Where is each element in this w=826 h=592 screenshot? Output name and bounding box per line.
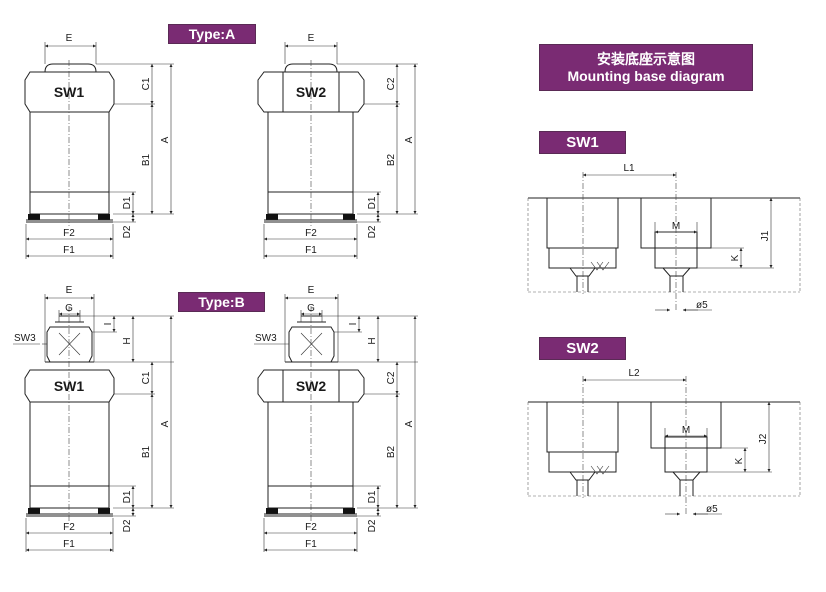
dim-l1: L1	[623, 163, 635, 174]
dim-phi5-sw1: ø5	[696, 300, 708, 311]
dim-e-a2: E	[308, 33, 315, 44]
dim-m-sw2: M	[682, 425, 690, 436]
dim-c1-a: C1	[141, 77, 152, 90]
dim-d2-a2: D2	[367, 225, 378, 238]
dim-k-sw2: K	[734, 457, 745, 464]
type-b-label: Type:B	[178, 292, 265, 312]
dim-e-a1: E	[66, 33, 73, 44]
dim-m-sw1: M	[672, 221, 680, 232]
part-label-sw1-b: SW1	[54, 378, 85, 394]
dim-phi5-sw2: ø5	[706, 504, 718, 515]
mounting-base-title: 安装底座示意图 Mounting base diagram	[539, 44, 753, 91]
dim-i-b1: I	[103, 323, 114, 326]
dim-d1-b1: D1	[122, 490, 133, 503]
type-b-sw1-drawing	[13, 294, 174, 522]
dim-i-b2: I	[348, 323, 359, 326]
dim-f1-a2: F1	[305, 245, 317, 256]
sw1-mount-label: SW1	[539, 131, 626, 154]
dim-b2-a: B2	[386, 153, 397, 166]
part-label-sw2-a: SW2	[296, 84, 327, 100]
dim-f2-a2: F2	[305, 228, 317, 239]
sw2-mount-label: SW2	[539, 337, 626, 360]
dim-d2-a1: D2	[122, 225, 133, 238]
mounting-sw1-drawing	[527, 172, 801, 312]
type-a-sw2-drawing	[257, 42, 418, 259]
dim-d1-b2: D1	[367, 490, 378, 503]
dim-e-b2: E	[308, 285, 315, 296]
dim-d1-a1: D1	[122, 196, 133, 209]
dim-b1-a: B1	[141, 153, 152, 166]
dim-g-b1: G	[65, 303, 73, 314]
dim-k-sw1: K	[730, 254, 741, 261]
dim-a-b1: A	[160, 420, 171, 427]
dim-d2-b2: D2	[367, 519, 378, 532]
dim-j2: J2	[758, 433, 769, 444]
mounting-base-title-cn: 安装底座示意图	[597, 50, 695, 67]
dim-d2-b1: D2	[122, 519, 133, 532]
dim-j1: J1	[760, 230, 771, 241]
dim-a-b2: A	[404, 420, 415, 427]
dim-d1-a2: D1	[367, 196, 378, 209]
part-label-sw2-b: SW2	[296, 378, 327, 394]
dim-h-b1: H	[122, 337, 133, 344]
dim-c2-a: C2	[386, 77, 397, 90]
part-label-sw3-b1: SW3	[14, 333, 36, 344]
dim-c1-b: C1	[141, 371, 152, 384]
type-a-label: Type:A	[168, 24, 256, 44]
mounting-sw2-drawing	[527, 376, 801, 516]
dim-l2: L2	[628, 368, 640, 379]
dim-b1-b: B1	[141, 445, 152, 458]
dim-f1-b2: F1	[305, 539, 317, 550]
type-a-sw1-drawing	[24, 42, 174, 259]
dim-b2-b: B2	[386, 445, 397, 458]
dim-e-b1: E	[66, 285, 73, 296]
mounting-base-title-en: Mounting base diagram	[567, 67, 725, 84]
dim-g-b2: G	[307, 303, 315, 314]
dim-a-a1: A	[160, 136, 171, 143]
dim-f1-a1: F1	[63, 245, 75, 256]
dim-h-b2: H	[367, 337, 378, 344]
part-label-sw3-b2: SW3	[255, 333, 277, 344]
dim-f2-b1: F2	[63, 522, 75, 533]
dim-f2-b2: F2	[305, 522, 317, 533]
type-b-sw2-drawing	[254, 294, 418, 552]
dim-f2-a1: F2	[63, 228, 75, 239]
dim-c2-b: C2	[386, 371, 397, 384]
dim-f1-b1: F1	[63, 539, 75, 550]
part-label-sw1-a: SW1	[54, 84, 85, 100]
dim-a-a2: A	[404, 136, 415, 143]
